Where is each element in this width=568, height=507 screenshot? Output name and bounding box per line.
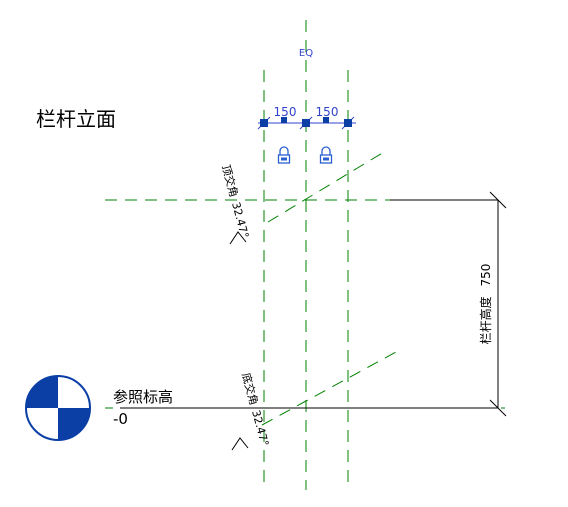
lock-icon[interactable] [277, 146, 291, 164]
height-label: 栏杆高度 [478, 296, 493, 344]
dimension-grip[interactable] [323, 117, 329, 123]
lock-icon[interactable] [319, 146, 333, 164]
height-value: 750 [479, 264, 493, 287]
top-angle-annotation[interactable]: 顶交角 32.47° [219, 163, 252, 245]
top-angle-value: 32.47° [229, 201, 251, 240]
dimension-grip[interactable] [302, 119, 310, 127]
reference-plane-top-angled[interactable] [267, 151, 385, 223]
left-spacing-value[interactable]: 150 [274, 105, 297, 119]
dimension-grip[interactable] [344, 119, 352, 127]
spacing-dimension[interactable]: 150 150 [257, 105, 356, 130]
view-title: 栏杆立面 [36, 107, 116, 131]
reference-plane-bottom-angled[interactable] [261, 351, 397, 426]
level-name[interactable]: 参照标高 [113, 388, 173, 406]
top-angle-label: 顶交角 [219, 163, 241, 198]
height-dimension-tick-bottom [489, 399, 507, 417]
bottom-angle-annotation[interactable]: 底交角 32.47° [231, 371, 272, 451]
svg-text:栏杆高度 750: 栏杆高度 750 [478, 264, 493, 345]
level-head-icon[interactable] [25, 375, 91, 441]
height-dimension-text[interactable]: 栏杆高度 750 [478, 264, 493, 345]
height-dimension-tick-top [489, 191, 507, 209]
svg-text:底交角 32.47°: 底交角 32.47° [239, 371, 272, 448]
eq-label[interactable]: EQ [299, 48, 313, 59]
svg-text:顶交角 32.47°: 顶交角 32.47° [219, 163, 252, 240]
bottom-angle-label: 底交角 [239, 371, 261, 406]
right-spacing-value[interactable]: 150 [316, 105, 339, 119]
level-elevation[interactable]: -0 [113, 410, 128, 428]
dimension-grip[interactable] [281, 117, 287, 123]
dimension-grip[interactable] [260, 119, 268, 127]
bottom-angle-value: 32.47° [249, 409, 271, 448]
